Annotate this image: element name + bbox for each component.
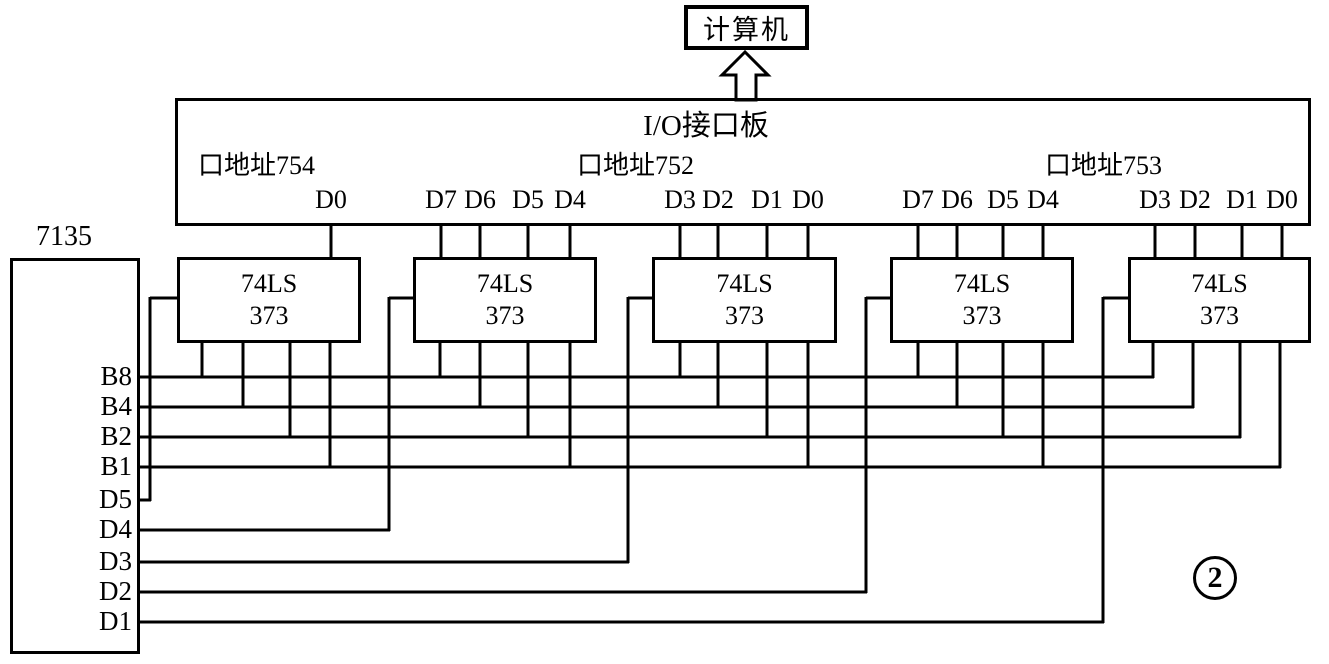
latch2-label-line2: 373 bbox=[485, 301, 525, 330]
port-address-753: 口地址753 bbox=[1045, 151, 1163, 180]
pin-753-d4: D4 bbox=[1027, 185, 1059, 214]
latch1-label-line1: 74LS bbox=[240, 269, 298, 298]
pin-753-d0: D0 bbox=[1266, 185, 1298, 214]
pin-754-d0: D0 bbox=[315, 185, 347, 214]
pin-753-d6: D6 bbox=[941, 185, 973, 214]
io-board-box bbox=[175, 98, 1311, 226]
io-board-title: I/O接口板 bbox=[643, 110, 769, 142]
pin-752-d4: D4 bbox=[554, 185, 586, 214]
latch4-label-line2: 373 bbox=[962, 301, 1002, 330]
pin-753-d5: D5 bbox=[987, 185, 1019, 214]
figure-number-badge: 2 bbox=[1193, 556, 1237, 600]
latch4-box: 74LS 373 bbox=[890, 257, 1074, 343]
up-arrow-icon bbox=[718, 49, 772, 102]
adc-pin-b2: B2 bbox=[100, 421, 132, 451]
latch3-label-line2: 373 bbox=[725, 301, 764, 330]
latch4-label-line1: 74LS bbox=[953, 269, 1011, 298]
port-address-752: 口地址752 bbox=[577, 151, 695, 180]
pin-752-d6: D6 bbox=[464, 185, 496, 214]
adc-title: 7135 bbox=[36, 221, 92, 252]
pin-753-d7: D7 bbox=[902, 185, 934, 214]
adc-pin-d5: D5 bbox=[99, 484, 132, 514]
adc-pin-b8: B8 bbox=[100, 361, 132, 391]
latch1-label-line2: 373 bbox=[249, 301, 289, 330]
latch3-box: 74LS 373 bbox=[652, 257, 837, 343]
port-address-754: 口地址754 bbox=[198, 151, 316, 180]
computer-label: 计算机 bbox=[703, 15, 790, 45]
latch3-label-line1: 74LS bbox=[716, 269, 773, 298]
adc-pin-d2: D2 bbox=[99, 576, 132, 606]
pin-752-d7: D7 bbox=[425, 185, 457, 214]
figure-number: 2 bbox=[1207, 561, 1223, 594]
adc-pin-b4: B4 bbox=[100, 391, 132, 421]
latch2-box: 74LS 373 bbox=[413, 257, 597, 343]
pin-753-d1: D1 bbox=[1226, 185, 1258, 214]
pin-752-d1: D1 bbox=[751, 185, 783, 214]
adc-pin-d3: D3 bbox=[99, 546, 132, 576]
pin-752-d0: D0 bbox=[792, 185, 824, 214]
adc-pin-b1: B1 bbox=[100, 451, 132, 481]
pin-753-d2: D2 bbox=[1179, 185, 1211, 214]
latch2-label-line1: 74LS bbox=[476, 269, 534, 298]
pin-752-d3: D3 bbox=[664, 185, 696, 214]
computer-box: 计算机 bbox=[684, 5, 809, 50]
latch5-label-line2: 373 bbox=[1200, 301, 1239, 330]
latch5-label-line1: 74LS bbox=[1191, 269, 1248, 298]
adc-pin-d1: D1 bbox=[99, 606, 132, 636]
pin-752-d2: D2 bbox=[702, 185, 734, 214]
adc-box bbox=[10, 258, 140, 654]
pin-752-d5: D5 bbox=[512, 185, 544, 214]
latch5-box: 74LS 373 bbox=[1128, 257, 1311, 343]
pin-753-d3: D3 bbox=[1139, 185, 1171, 214]
adc-pin-d4: D4 bbox=[99, 514, 132, 544]
latch1-box: 74LS 373 bbox=[177, 257, 361, 343]
